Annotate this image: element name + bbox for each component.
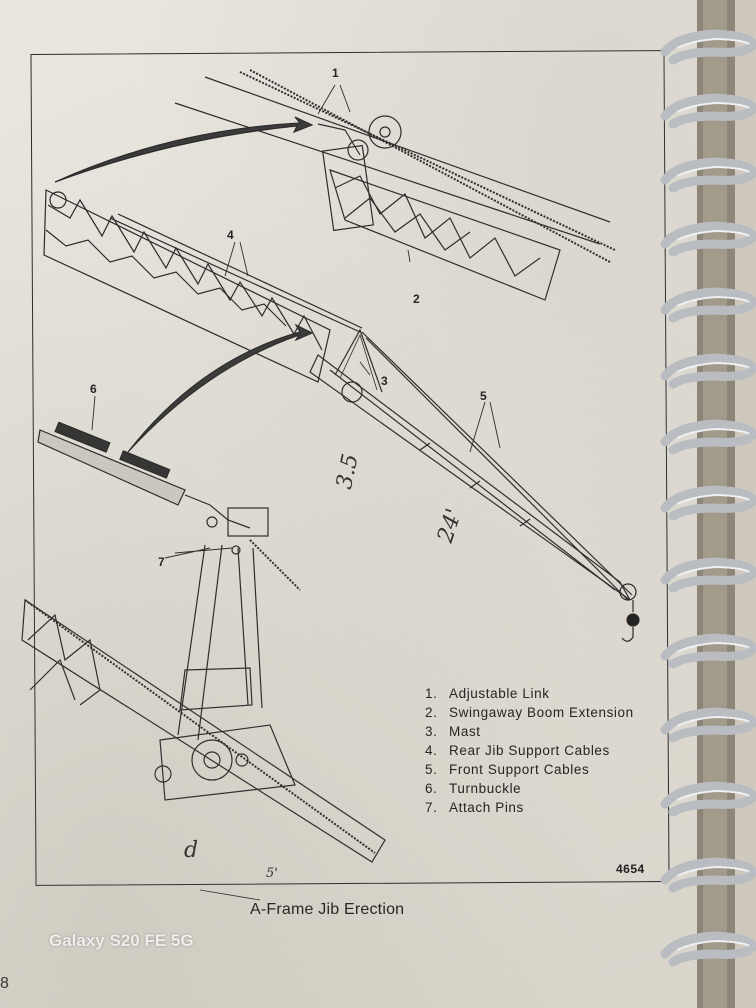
binding-ring	[660, 781, 756, 817]
binding-ring-highlight	[676, 641, 750, 653]
jib-erection-illustration	[21, 69, 640, 901]
binding-ring-highlight	[676, 865, 750, 877]
legend-item-6: 6.Turnbuckle	[425, 781, 522, 796]
binding-ring-highlight	[676, 565, 750, 577]
jib-extension	[109, 213, 640, 642]
callout-1: 1	[332, 66, 339, 80]
legend-item-1: 1.Adjustable Link	[425, 686, 550, 701]
legend-item-3: 3.Mast	[425, 724, 481, 739]
legend-item-4: 4.Rear Jib Support Cables	[425, 743, 610, 758]
binding-ring	[660, 931, 756, 967]
binding-ring	[660, 221, 756, 257]
binding-ring	[660, 157, 756, 193]
figure-number: 4654	[616, 862, 645, 876]
callout-4: 4	[227, 228, 234, 242]
callout-leaders	[91, 84, 501, 559]
binding-ring	[660, 29, 756, 65]
callout-6: 6	[90, 382, 97, 396]
binding-ring-highlight	[676, 789, 750, 801]
camera-watermark: Galaxy S20 FE 5G	[49, 931, 194, 950]
legend-item-2: 2.Swingaway Boom Extension	[425, 705, 634, 720]
main-boom	[43, 189, 331, 383]
figure-caption: A-Frame Jib Erection	[250, 901, 405, 918]
binding-ring-highlight	[676, 295, 750, 307]
binding-ring-highlight	[676, 101, 750, 113]
callout-3: 3	[381, 374, 388, 388]
legend-item-7: 7.Attach Pins	[425, 800, 524, 815]
legend-item-5: 5.Front Support Cables	[425, 762, 590, 777]
binding-ring-highlight	[676, 715, 750, 727]
binding-ring	[660, 353, 756, 389]
binding-ring	[660, 93, 756, 129]
binding-ring	[660, 557, 756, 593]
callout-5: 5	[480, 389, 487, 403]
spiral-binding	[660, 0, 756, 1008]
binding-ring-highlight	[676, 229, 750, 241]
page-number: 8	[0, 975, 9, 992]
handwritten-note-5ft: 5'	[266, 866, 278, 881]
detail-turnbuckle	[37, 421, 301, 591]
binding-rings	[660, 29, 756, 967]
binding-ring-highlight	[676, 37, 750, 49]
detail-adjustable-link	[174, 69, 616, 301]
binding-ring	[660, 287, 756, 323]
binding-ring	[660, 633, 756, 669]
parts-legend: 1.Adjustable Link 2.Swingaway Boom Exten…	[425, 684, 634, 817]
binding-ring-highlight	[676, 939, 750, 951]
callout-7: 7	[158, 555, 165, 569]
manual-page: 1 2 3 4 5 6 7 3.5 24' d 5' 1.Adjustable …	[0, 0, 705, 1008]
detail-attach-pins	[21, 544, 386, 901]
callout-2: 2	[413, 292, 420, 306]
binding-ring-highlight	[676, 493, 750, 505]
binding-ring-highlight	[676, 427, 750, 439]
binding-ring-highlight	[676, 361, 750, 373]
binding-ring	[660, 485, 756, 521]
binding-ring	[660, 419, 756, 455]
binding-ring	[660, 707, 756, 743]
binding-ring-highlight	[676, 165, 750, 177]
binding-ring	[660, 857, 756, 893]
handwritten-note-d: d	[184, 838, 199, 863]
